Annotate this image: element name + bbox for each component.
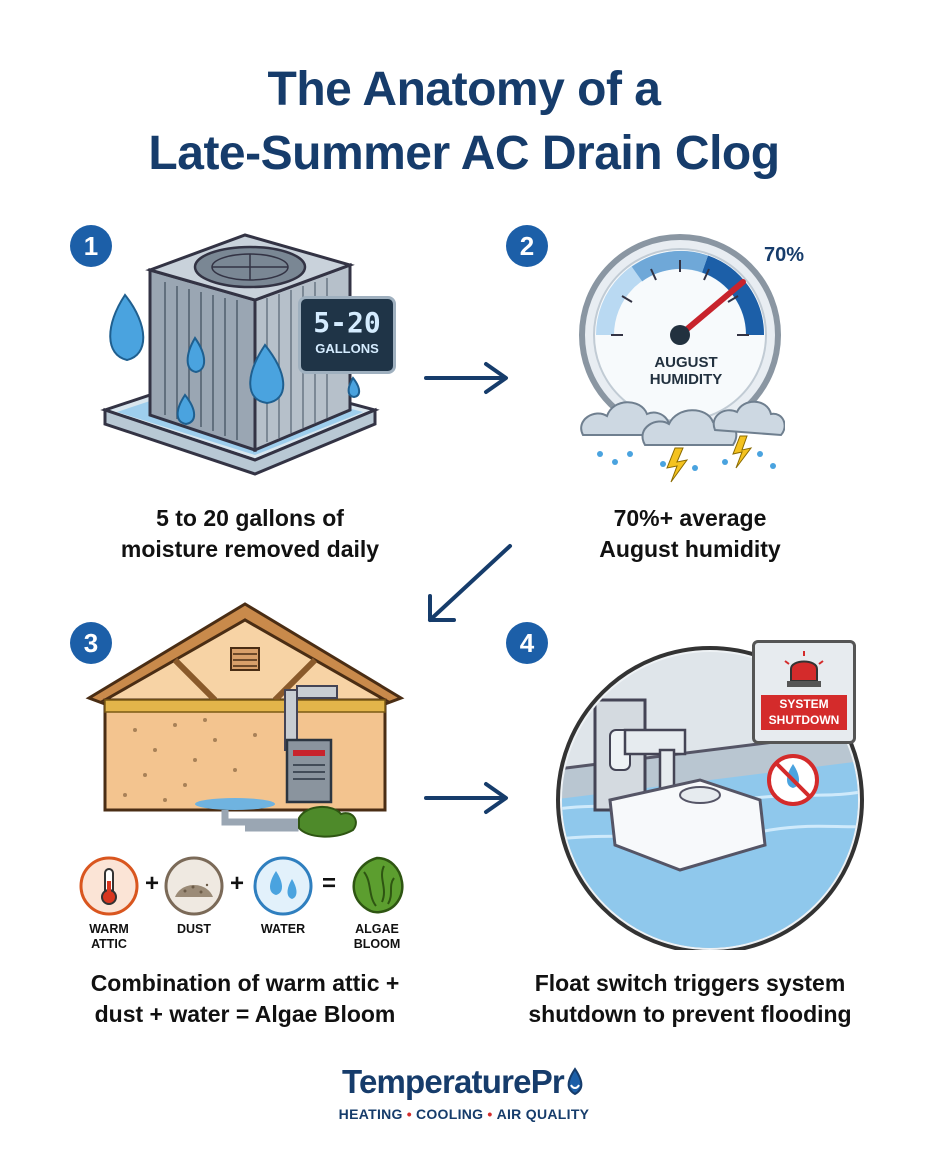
- gauge-value-label: 70%: [764, 244, 805, 266]
- ingredient-label-line-2: BLOOM: [353, 937, 401, 951]
- logo-drop-icon: [567, 1067, 583, 1096]
- step-2-caption-line-1: 70%+ average: [613, 505, 767, 531]
- system-shutdown-alert: SYSTEM SHUTDOWN: [752, 640, 856, 744]
- gauge-label-line-1: AUGUST: [654, 354, 718, 371]
- step-1-caption: 5 to 20 gallons of moisture removed dail…: [90, 503, 410, 565]
- gallons-display-value: 5-20: [313, 306, 381, 339]
- no-water-icon: [767, 754, 819, 806]
- step-3-caption-line-1: Combination of warm attic +: [90, 970, 400, 996]
- gallons-display-unit: GALLONS: [315, 341, 379, 356]
- operator-plus-2: +: [230, 870, 245, 897]
- tag-air-quality: AIR QUALITY: [496, 1106, 590, 1122]
- step-4-badge: 4: [506, 622, 548, 664]
- alert-label: SYSTEM SHUTDOWN: [761, 695, 847, 730]
- gauge-label-line-2: HUMIDITY: [649, 371, 723, 388]
- step-3-caption-line-2: dust + water = Algae Bloom: [94, 1001, 396, 1027]
- alert-label-line-2: SHUTDOWN: [768, 713, 840, 727]
- arrow-right-icon-1: [424, 362, 508, 394]
- water-drops-icon: [253, 856, 313, 916]
- title-line-1: The Anatomy of a: [267, 63, 661, 116]
- thermometer-icon: [79, 856, 139, 916]
- alert-label-line-1: SYSTEM: [779, 697, 829, 711]
- logo: TemperaturePr: [0, 1063, 928, 1101]
- page-title: The Anatomy of a Late-Summer AC Drain Cl…: [0, 58, 928, 186]
- logo-name: TemperaturePr: [342, 1063, 565, 1100]
- title-line-2: Late-Summer AC Drain Clog: [148, 127, 780, 180]
- ingredient-label-line-2: ATTIC: [91, 937, 127, 951]
- operator-plus-1: +: [145, 870, 160, 897]
- step-3-badge: 3: [70, 622, 112, 664]
- step-2-caption-line-2: August humidity: [599, 536, 781, 562]
- gallons-display: 5-20 GALLONS: [298, 296, 396, 374]
- logo-tagline: HEATING•COOLING•AIR QUALITY: [338, 1106, 590, 1122]
- operator-equals: =: [322, 870, 337, 897]
- step-4-caption-line-2: shutdown to prevent flooding: [528, 1001, 852, 1027]
- step-4-caption: Float switch triggers system shutdown to…: [500, 968, 880, 1030]
- algae-icon: [352, 856, 404, 914]
- step-1-caption-line-2: moisture removed daily: [120, 536, 380, 562]
- dust-pile-icon: [164, 856, 224, 916]
- tag-cooling: COOLING: [415, 1106, 484, 1122]
- tag-heating: HEATING: [338, 1106, 403, 1122]
- ingredient-label-water: WATER: [260, 922, 306, 936]
- ingredient-label-line-1: WARM: [89, 922, 129, 936]
- ingredient-label-algae-bloom: ALGAE BLOOM: [337, 922, 417, 952]
- step-2-badge: 2: [506, 225, 548, 267]
- arrow-right-icon-2: [424, 782, 508, 814]
- humidity-gauge-illustration: [579, 234, 785, 483]
- alarm-light-icon: [784, 651, 824, 687]
- ingredient-label-dust: DUST: [176, 922, 212, 936]
- step-3-caption: Combination of warm attic + dust + water…: [60, 968, 430, 1030]
- gauge-label: AUGUST HUMIDITY: [620, 354, 752, 388]
- step-1-badge: 1: [70, 225, 112, 267]
- ingredient-label-line-1: ALGAE: [355, 922, 399, 936]
- step-1-caption-line-1: 5 to 20 gallons of: [156, 505, 344, 531]
- step-2-caption: 70%+ average August humidity: [530, 503, 850, 565]
- ingredient-label-warm-attic: WARM ATTIC: [69, 922, 149, 952]
- attic-illustration: [85, 602, 405, 838]
- arrow-down-left-icon: [428, 544, 512, 622]
- step-4-caption-line-1: Float switch triggers system: [534, 970, 846, 996]
